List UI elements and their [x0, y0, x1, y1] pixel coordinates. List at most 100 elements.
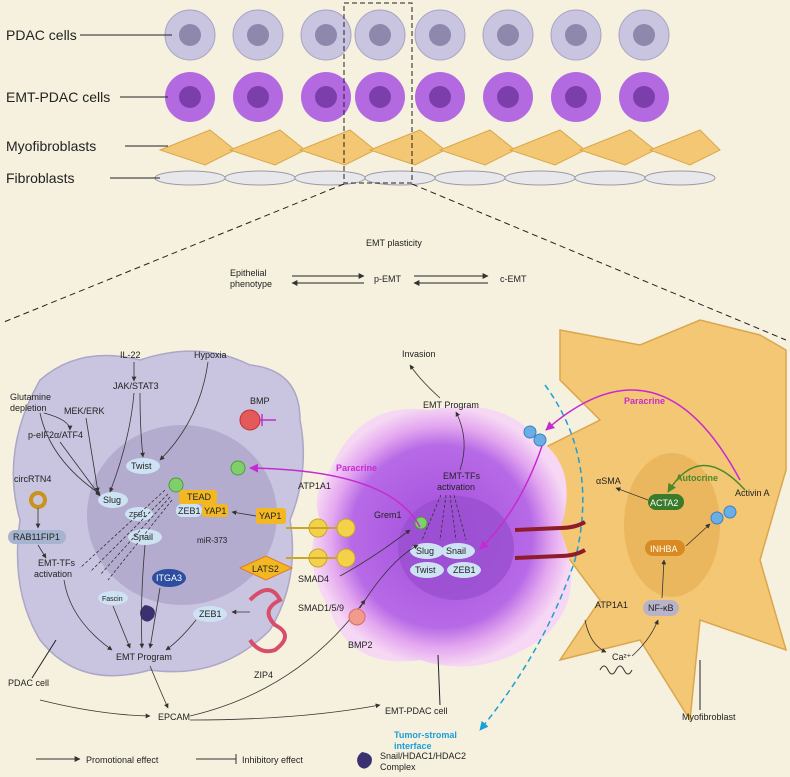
atp1a1-pump-right: [336, 518, 356, 538]
emt-program-pdac: EMT Program: [116, 652, 172, 662]
il22-label: IL-22: [120, 350, 141, 360]
ca2-label: Ca²⁺: [612, 652, 632, 662]
snail-hdac-complex-icon: [140, 605, 155, 622]
grem1-paracrine-icon: [230, 460, 246, 476]
activin-a-label: Activin A: [735, 488, 770, 498]
slug-emt-pill: [410, 543, 444, 559]
yap1-pill: [256, 508, 286, 524]
yap1-nuc-label: YAP1: [204, 506, 226, 516]
bmp-label: BMP: [250, 396, 270, 406]
green-ligand-icon: [168, 477, 184, 493]
fascin-label: Fascin: [102, 596, 123, 603]
twist-label: Twist: [131, 461, 152, 471]
receptor-top: [514, 520, 587, 532]
invasion-label: Invasion: [402, 349, 436, 359]
nfkb-label: NF-κB: [648, 603, 674, 613]
emt-tfs-pdac-2: activation: [34, 569, 72, 579]
zoom-box: [343, 2, 413, 184]
plasticity-epithelial-1: Epithelial: [230, 268, 267, 278]
inhba-label: INHBA: [650, 544, 678, 554]
receptor-bottom: [514, 548, 587, 560]
smad159-label: SMAD1/5/9: [298, 603, 344, 613]
emt-tfs-pdac-1: EMT-TFs: [38, 558, 75, 568]
inhba-pill: [645, 540, 685, 556]
activin-a-icon: [710, 511, 724, 525]
bmp2-icon: [348, 608, 366, 626]
grem1-icon: [414, 516, 428, 530]
tumor-stromal-label-1: Tumor-stromal: [394, 730, 457, 740]
myofibroblast-nucleus: [624, 453, 720, 597]
snail-emt-label: Snail: [446, 546, 466, 556]
autocrine-label: Autocrine: [676, 473, 718, 483]
bmp-icon: [239, 409, 261, 431]
zeb1-emt-label: ZEB1: [453, 565, 476, 575]
grem1-label: Grem1: [374, 510, 402, 520]
tumor-stromal-label-2: interface: [394, 741, 432, 751]
nfkb-pill: [643, 600, 679, 616]
circrtn4-label: circRTN4: [14, 474, 51, 484]
slug-label: Slug: [103, 495, 121, 505]
tead-label: TEAD: [187, 492, 212, 502]
pdac-cell-label: PDAC cell: [8, 678, 49, 688]
atp1a1-top-label: ATP1A1: [298, 481, 331, 491]
autocrine-arrow: [667, 464, 746, 493]
legend: Promotional effect Inhibitory effect Sna…: [36, 751, 466, 772]
label-pdac-cells: PDAC cells: [6, 27, 77, 43]
acta2-label: ACTA2: [650, 498, 678, 508]
rab11fip1-label: RAB11FIP1: [13, 532, 60, 542]
smad4-label: SMAD4: [298, 574, 329, 584]
zoom-line-left: [3, 183, 345, 323]
zoom-line-right: [411, 183, 787, 341]
zeb1-nuc-pill: [176, 504, 202, 517]
zip4-icon: [248, 588, 287, 654]
emt-tfs-emt-2: activation: [437, 482, 475, 492]
bmp2-label: BMP2: [348, 640, 373, 650]
slug-pill: [98, 492, 128, 508]
activin-paracrine-icon: [523, 425, 537, 439]
pdac-pathways: IL-22 Hypoxia Glutamine depletion JAK/ST…: [8, 350, 381, 722]
emt-pdac-cell-label: EMT-PDAC cell: [385, 706, 448, 716]
glutamine-label-1: Glutamine: [10, 392, 51, 402]
paracrine-right-label: Paracrine: [624, 396, 665, 406]
twist-emt-pill: [410, 562, 444, 578]
plasticity-title: EMT plasticity: [366, 238, 422, 248]
atp1a1-pump-right-2: [336, 548, 356, 568]
rab11fip1-pill: [8, 530, 66, 544]
emt-pdac-pathways: Invasion EMT Program Paracrine ATP1A1 EM…: [230, 349, 481, 716]
snail-label: Snail: [133, 532, 153, 542]
label-myofibroblasts: Myofibroblasts: [6, 138, 96, 154]
zeb1-small-label: ZEB1: [129, 512, 147, 519]
fascin-pill: [98, 591, 128, 605]
label-emt-pdac-cells: EMT-PDAC cells: [6, 89, 110, 105]
epcam-label: EPCAM: [158, 712, 190, 722]
emt-plasticity: EMT plasticity Epithelial phenotype p-EM…: [230, 238, 527, 289]
plasticity-c-emt: c-EMT: [500, 274, 527, 284]
tumor-stromal-interface-line: [479, 384, 584, 731]
paracrine-left-label: Paracrine: [336, 463, 377, 473]
legend-complex-2: Complex: [380, 762, 416, 772]
paracrine-snail-arrow: [479, 445, 543, 550]
twist-emt-label: Twist: [415, 565, 436, 575]
plasticity-p-emt: p-EMT: [374, 274, 402, 284]
row-label-lines: [80, 34, 172, 179]
emt-program-emt: EMT Program: [423, 400, 479, 410]
mir373-label: miR-373: [197, 536, 228, 545]
calcium-wave-icon: [599, 665, 633, 675]
plasticity-epithelial-2: phenotype: [230, 279, 272, 289]
top-cell-strip: [154, 2, 721, 186]
slug-emt-label: Slug: [416, 546, 434, 556]
glutamine-label-2: depletion: [10, 403, 47, 413]
mek-erk-label: MEK/ERK: [64, 406, 105, 416]
itga3-label: ITGA3: [156, 573, 182, 583]
yap1-nuc-pill: [202, 504, 228, 517]
myofibroblast-pathways: Paracrine Autocrine αSMA ACTA2 INHBA Act…: [479, 389, 770, 722]
fibroblast-layer: [154, 170, 716, 186]
twist-pill: [126, 458, 160, 474]
legend-inhibitory: Inhibitory effect: [242, 755, 303, 765]
acta2-pill: [648, 494, 684, 510]
legend-complex-1: Snail/HDAC1/HDAC2: [380, 751, 466, 761]
myofibroblast-cell-label: Myofibroblast: [682, 712, 736, 722]
asma-label: αSMA: [596, 476, 621, 486]
label-fibroblasts: Fibroblasts: [6, 170, 74, 186]
zeb1-nuc-label: ZEB1: [178, 506, 201, 516]
